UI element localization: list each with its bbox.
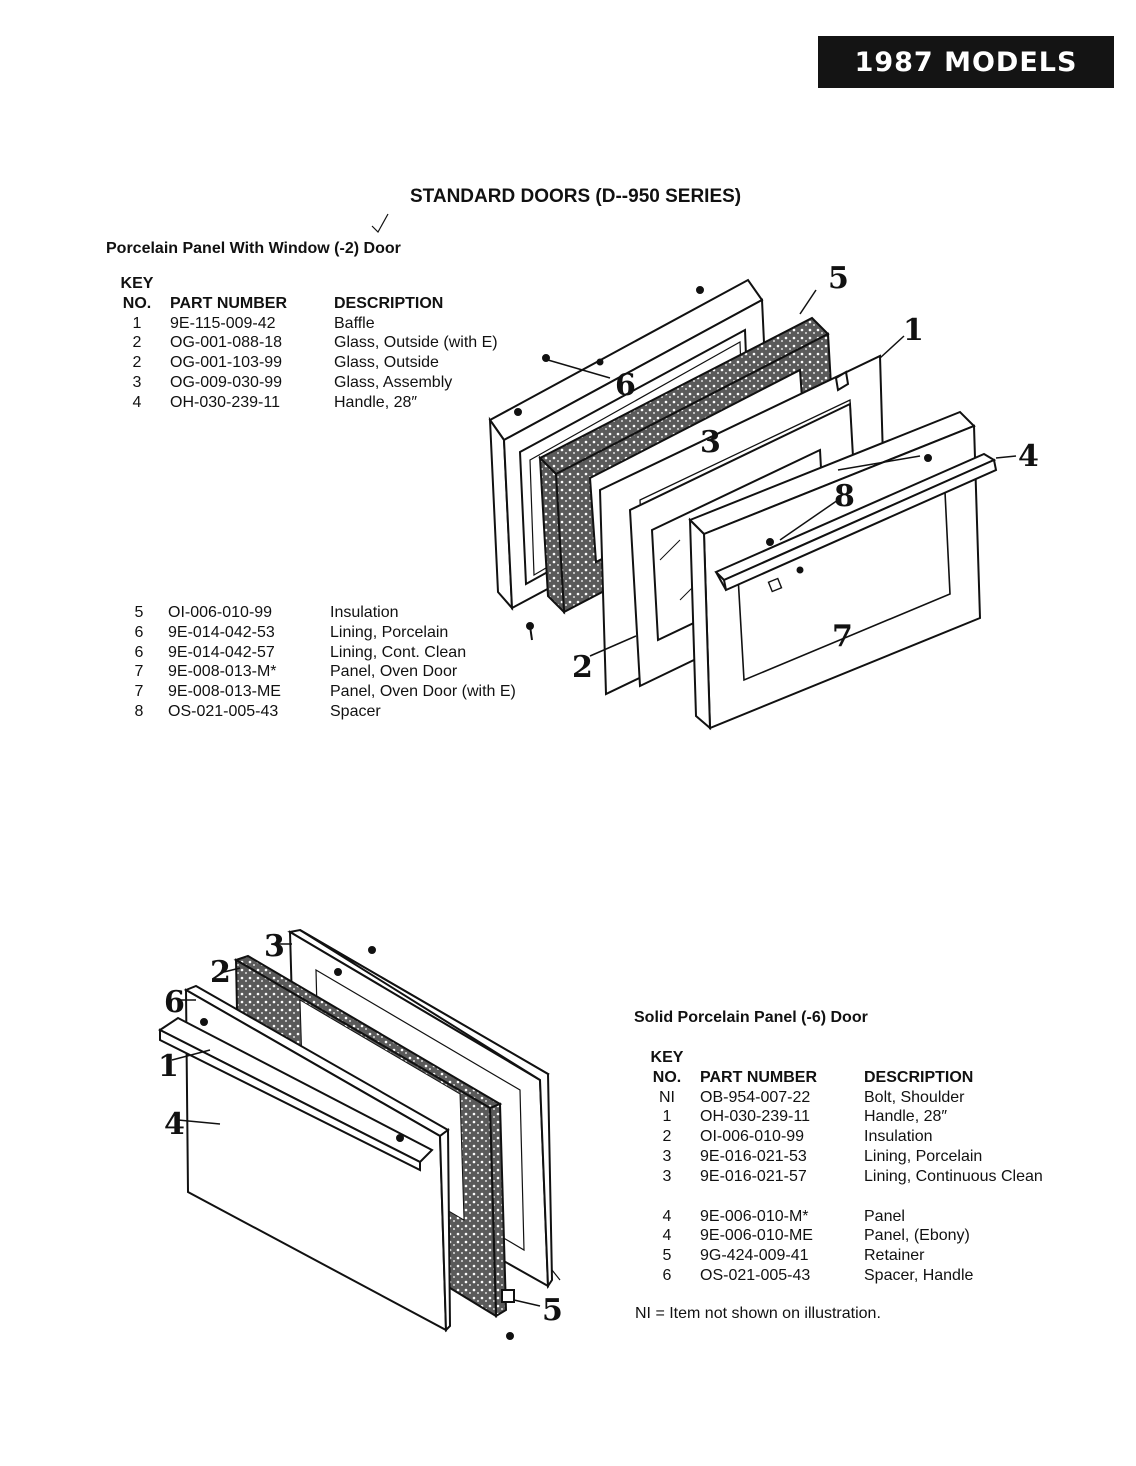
footnote: NI = Item not shown on illustration.	[635, 1305, 881, 1322]
callout-2: 2	[210, 955, 231, 990]
handle-part	[714, 452, 998, 592]
callout-3: 3	[700, 425, 721, 460]
callout-7: 7	[832, 619, 853, 654]
part-number-header: PART NUMBER	[170, 294, 288, 312]
callout-6: 6	[615, 368, 636, 403]
description-header: DESCRIPTION	[864, 1068, 974, 1086]
part-number-header: PART NUMBER	[700, 1068, 818, 1086]
callout-1: 1	[903, 313, 924, 348]
description-header: DESCRIPTION	[334, 294, 444, 312]
callout-4: 4	[1018, 439, 1039, 474]
key-header: NO.	[652, 1068, 682, 1086]
callout-1: 1	[158, 1049, 179, 1084]
check-mark-icon	[371, 213, 389, 233]
handle-part	[158, 1016, 434, 1172]
callout-2: 2	[572, 650, 593, 685]
page-title: STANDARD DOORS (D--950 SERIES)	[410, 186, 742, 207]
key-header: KEY	[650, 1049, 684, 1066]
section2-title: Solid Porcelain Panel (-6) Door	[634, 1009, 868, 1026]
callout-4: 4	[164, 1107, 185, 1142]
callout-5: 5	[828, 261, 849, 296]
callout-8: 8	[834, 479, 855, 514]
callout-5: 5	[542, 1293, 563, 1328]
key-header: KEY	[120, 275, 154, 292]
key-header: NO.	[122, 294, 152, 312]
solid-door-diagram	[158, 928, 561, 1340]
callout-3: 3	[264, 929, 285, 964]
models-badge: 1987 MODELS	[818, 36, 1114, 88]
section1-title: Porcelain Panel With Window (-2) Door	[106, 240, 401, 257]
window-door-diagram	[488, 278, 1017, 731]
callout-6: 6	[164, 985, 185, 1020]
